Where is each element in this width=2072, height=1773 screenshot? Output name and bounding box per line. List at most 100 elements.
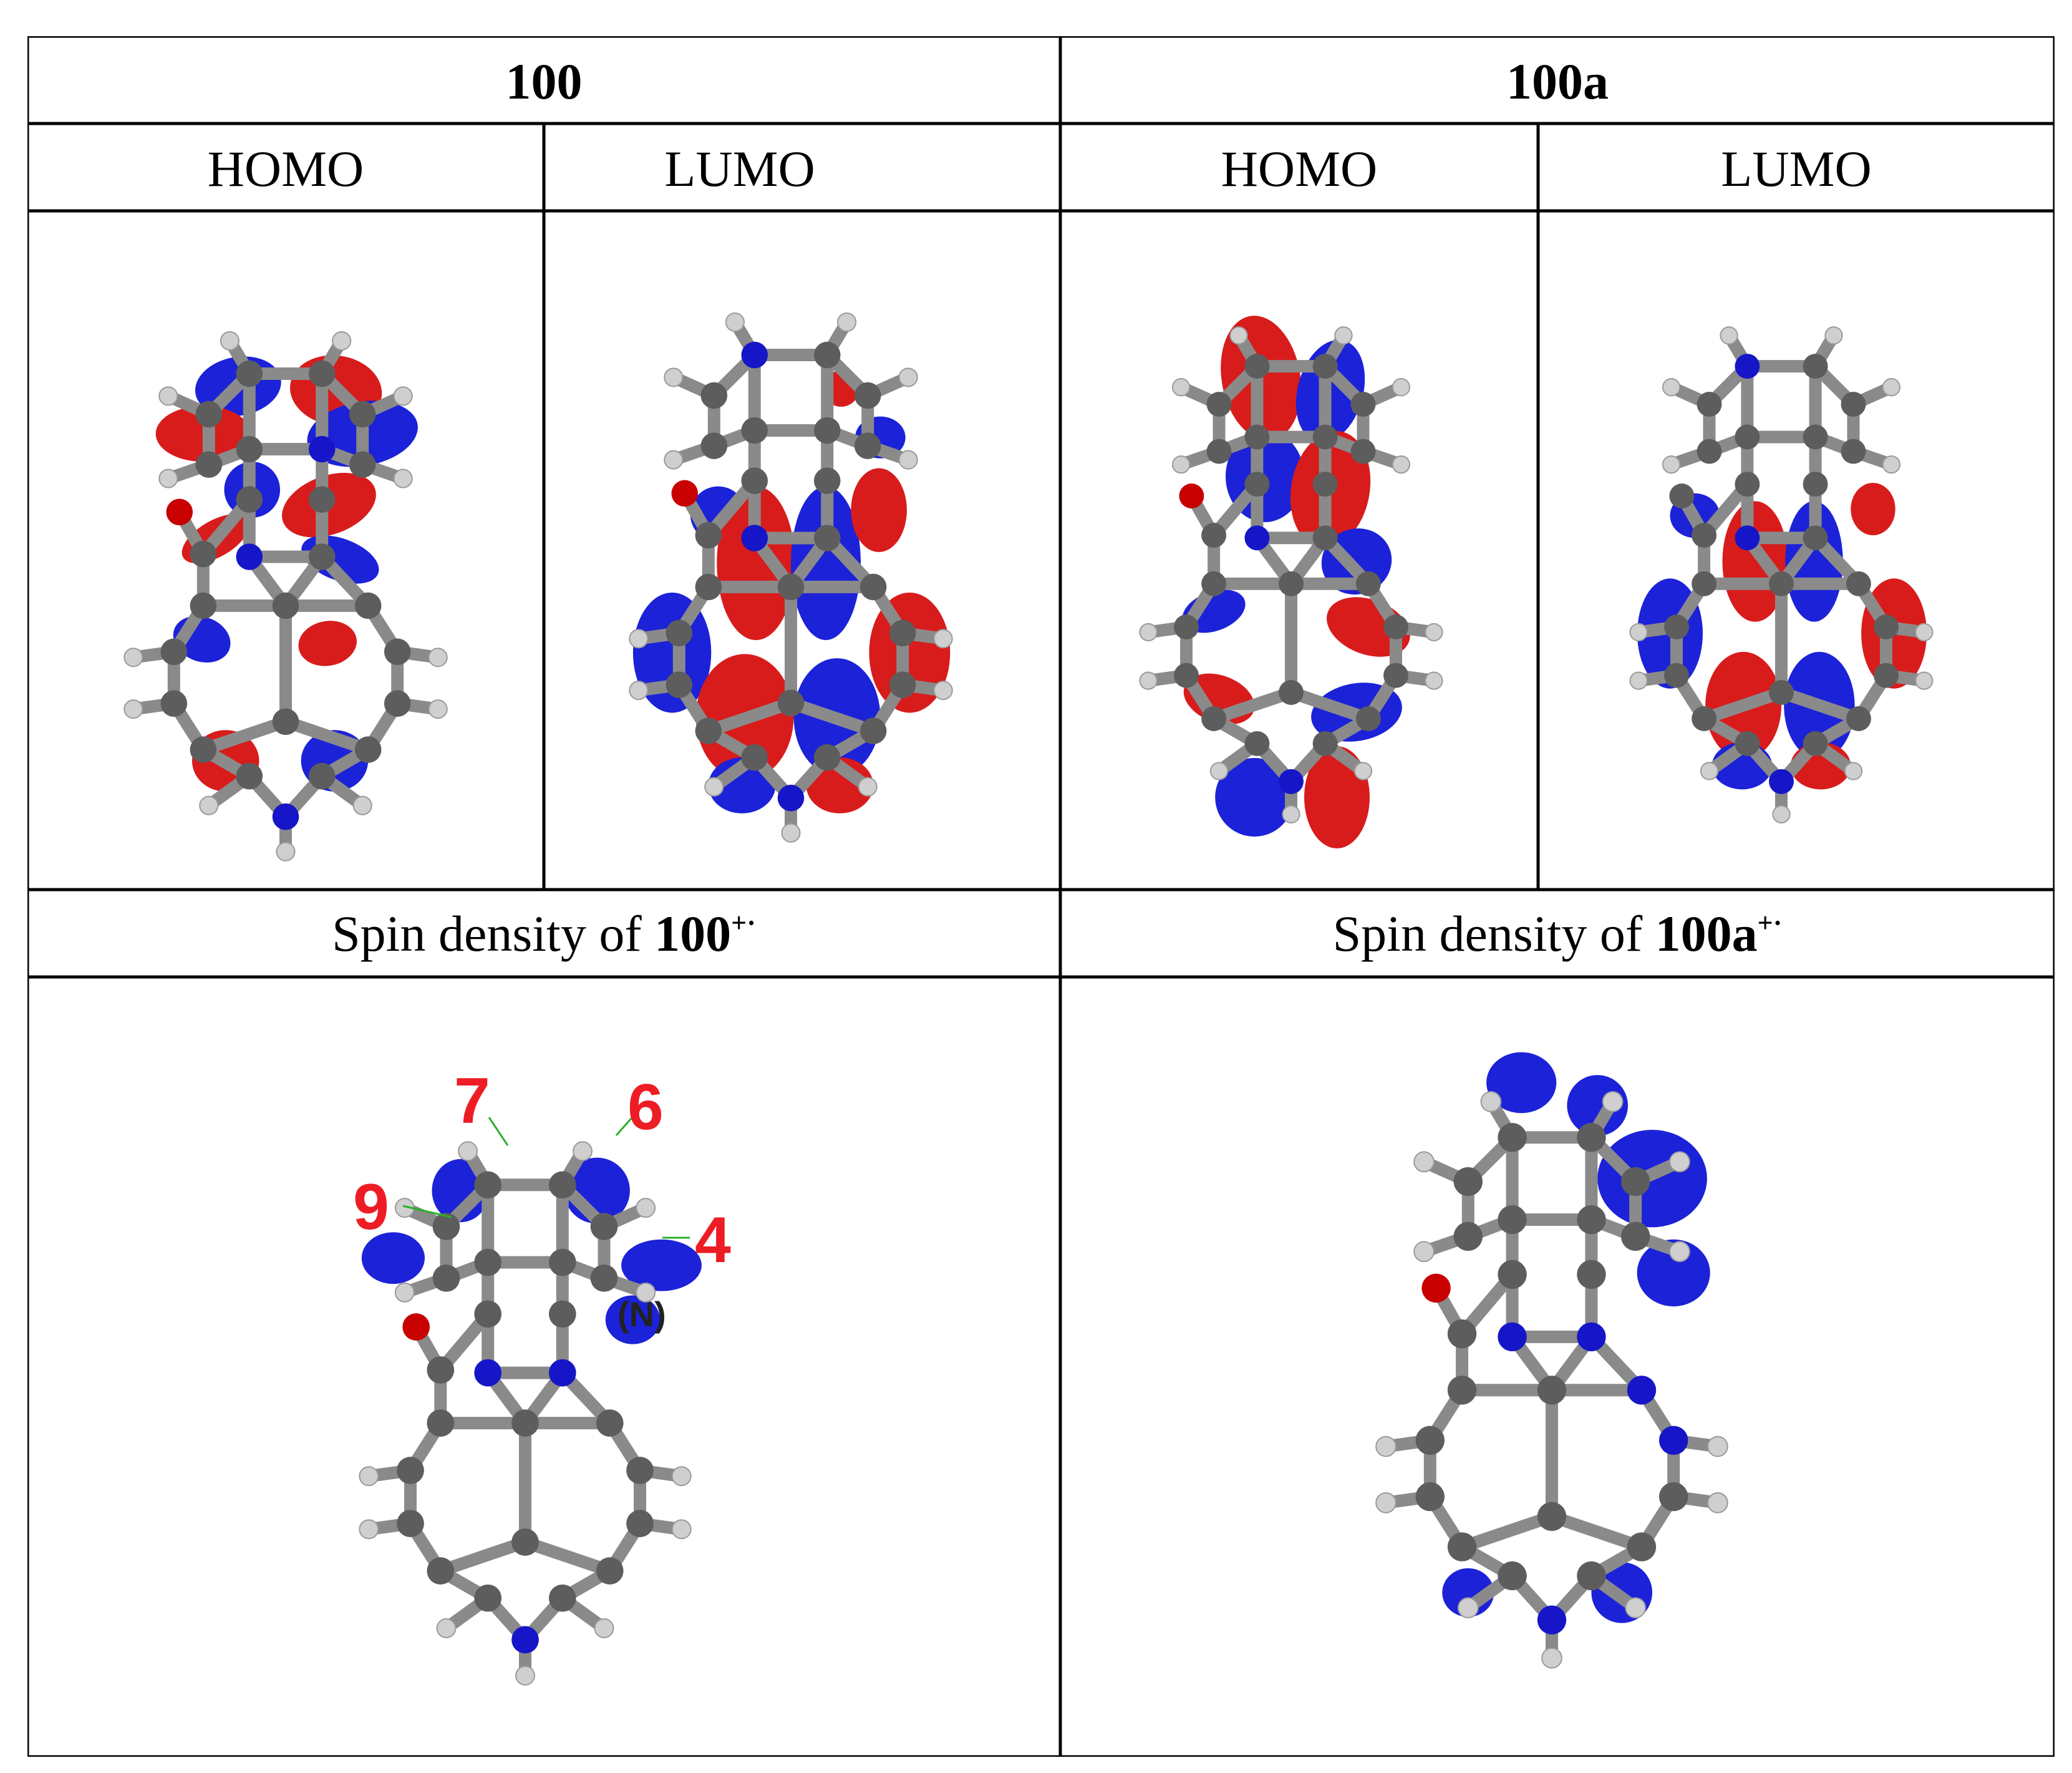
carbon-atom <box>590 1213 618 1240</box>
homo-100a-label: HOMO <box>1221 140 1378 197</box>
carbon-atom <box>1383 614 1408 639</box>
carbon-atom <box>432 1213 460 1240</box>
hydrogen-atom <box>1457 1597 1479 1619</box>
hydrogen-atom <box>1541 1647 1562 1669</box>
carbon-atom <box>695 573 722 601</box>
orbital-lobe <box>1567 1075 1628 1136</box>
carbon-atom <box>813 341 841 369</box>
hydrogen-atom <box>1413 1151 1435 1173</box>
nitrogen-atom <box>474 1359 502 1387</box>
carbon-atom <box>272 592 299 619</box>
nitrogen-atom <box>1735 354 1760 379</box>
nitrogen-atom <box>741 525 768 551</box>
hydrogen-atom <box>1915 671 1934 690</box>
nitrogen-atom <box>741 341 768 369</box>
orbital-lobe <box>1785 501 1843 622</box>
hydrogen-atom <box>1139 671 1158 690</box>
hydrogen-atom <box>629 629 649 649</box>
carbon-atom <box>1244 354 1270 379</box>
carbon-atom <box>474 1248 502 1276</box>
hydrogen-atom <box>664 367 684 387</box>
hydrogen-atom <box>199 795 219 815</box>
hydrogen-atom <box>1139 623 1158 642</box>
hydrogen-atom <box>1629 623 1648 642</box>
carbon-atom <box>596 1409 624 1437</box>
carbon-atom <box>1350 392 1376 417</box>
hydrogen-atom <box>898 450 918 470</box>
carbon-atom <box>1697 392 1722 417</box>
oxygen-atom <box>1179 483 1204 508</box>
carbon-atom <box>1841 439 1866 464</box>
hydrogen-atom <box>1282 805 1300 823</box>
carbon-atom <box>1206 439 1232 464</box>
carbon-atom <box>854 432 881 459</box>
hydrogen-atom <box>1334 326 1353 345</box>
carbon-atom <box>1453 1222 1483 1251</box>
bond <box>1698 686 1788 725</box>
nitrogen-atom <box>1735 525 1760 551</box>
carbon-atom <box>160 690 188 717</box>
orbital-lobe <box>717 486 795 640</box>
nitrogen-atom <box>1627 1376 1657 1405</box>
carbon-atom <box>626 1457 654 1484</box>
hydrogen-atom <box>123 699 143 719</box>
carbon-atom <box>1383 663 1408 688</box>
carbon-atom <box>511 1409 539 1437</box>
carbon-atom <box>666 619 693 647</box>
hydrogen-atom <box>1229 326 1248 345</box>
hydrogen-atom <box>1171 455 1191 474</box>
carbon-atom <box>1312 424 1338 450</box>
carbon-atom <box>1355 706 1381 731</box>
table-grid <box>27 36 2055 1757</box>
hydrogen-atom <box>1772 805 1791 823</box>
carbon-atom <box>1697 439 1722 464</box>
carbon-atom <box>1537 1502 1567 1531</box>
hydrogen-atom <box>359 1519 379 1540</box>
carbon-atom <box>1577 1205 1606 1235</box>
hydrogen-atom <box>1882 455 1901 474</box>
orbital-lobe <box>1304 746 1370 848</box>
nitrogen-atom <box>777 784 805 812</box>
bond <box>519 1536 616 1577</box>
hydrogen-atom <box>276 842 296 862</box>
nitrogen-atom <box>236 543 263 570</box>
carbon-atom <box>511 1528 539 1556</box>
homo-100-label: HOMO <box>208 140 364 197</box>
hydrogen-atom <box>428 699 448 719</box>
hydrogen-atom <box>1915 623 1934 642</box>
hydrogen-atom <box>1669 1241 1690 1263</box>
carbon-atom <box>308 762 336 790</box>
nitrogen-atom <box>548 1359 576 1387</box>
carbon-atom <box>548 1584 576 1612</box>
hydrogen-atom <box>704 777 724 797</box>
carbon-atom <box>190 736 217 763</box>
carbon-atom <box>427 1356 455 1384</box>
orbital-lobe <box>621 1239 702 1291</box>
carbon-atom <box>1664 614 1689 639</box>
hydrogen-atom <box>1480 1091 1502 1112</box>
carbon-atom <box>384 638 411 666</box>
position-label-7: 7 <box>454 1065 490 1137</box>
carbon-atom <box>741 467 768 494</box>
carbon-atom <box>1846 571 1871 596</box>
hydrogen-atom <box>898 367 918 387</box>
oxygen-atom <box>166 498 193 526</box>
oxygen-atom <box>402 1313 430 1341</box>
hydrogen-atom <box>428 648 448 668</box>
hydrogen-atom <box>858 777 878 797</box>
carbon-atom <box>1659 1482 1688 1512</box>
carbon-atom <box>195 451 223 478</box>
hydrogen-atom <box>1700 762 1719 780</box>
orbital-lobe <box>1637 1239 1710 1307</box>
leader-line-7 <box>488 1117 509 1146</box>
carbon-atom <box>427 1409 455 1437</box>
nitrogen-atom <box>1769 769 1794 794</box>
carbon-atom <box>308 543 336 570</box>
carbon-atom <box>1735 472 1760 497</box>
bond <box>1208 686 1297 725</box>
carbon-atom <box>190 540 217 568</box>
carbon-atom <box>741 744 768 771</box>
carbon-atom <box>1447 1319 1477 1349</box>
hydrogen-atom <box>1662 378 1681 397</box>
nitrogen-atom <box>1577 1322 1606 1352</box>
